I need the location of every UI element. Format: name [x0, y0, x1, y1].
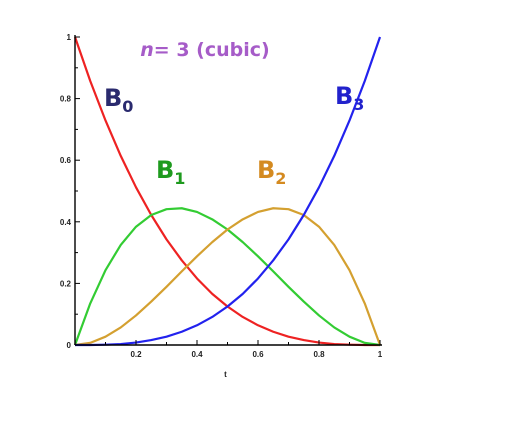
y-tick-label: 0.4 — [60, 218, 72, 227]
series-label-b2: B2 — [257, 156, 286, 188]
series-line-b3 — [74, 36, 382, 347]
x-tick-label: 0.8 — [313, 350, 325, 359]
chart-title: n= 3 (cubic) — [140, 39, 269, 61]
x-tick-label: 0.6 — [252, 350, 264, 359]
series-label-b0: B0 — [104, 84, 133, 116]
y-tick-label: 0 — [67, 341, 72, 350]
y-tick-label: 0.6 — [60, 156, 72, 165]
axes-layer: 0 0.2 0.4 0.6 0.8 1 0.2 0.4 0.6 0.8 1 t — [60, 33, 383, 379]
x-tick-label: 0.4 — [191, 350, 203, 359]
y-tick-label: 0.2 — [60, 279, 72, 288]
x-tick-label: 0.2 — [130, 350, 142, 359]
series-label-b1: B1 — [156, 156, 185, 188]
y-tick-label: 1 — [67, 33, 72, 42]
x-tick-label: 1 — [378, 350, 383, 359]
x-axis-label: t — [224, 370, 227, 379]
curves-layer — [73, 36, 382, 347]
y-tick-label: 0.8 — [60, 95, 72, 104]
series-label-b3: B3 — [335, 82, 364, 114]
series-line-b2 — [74, 207, 382, 347]
